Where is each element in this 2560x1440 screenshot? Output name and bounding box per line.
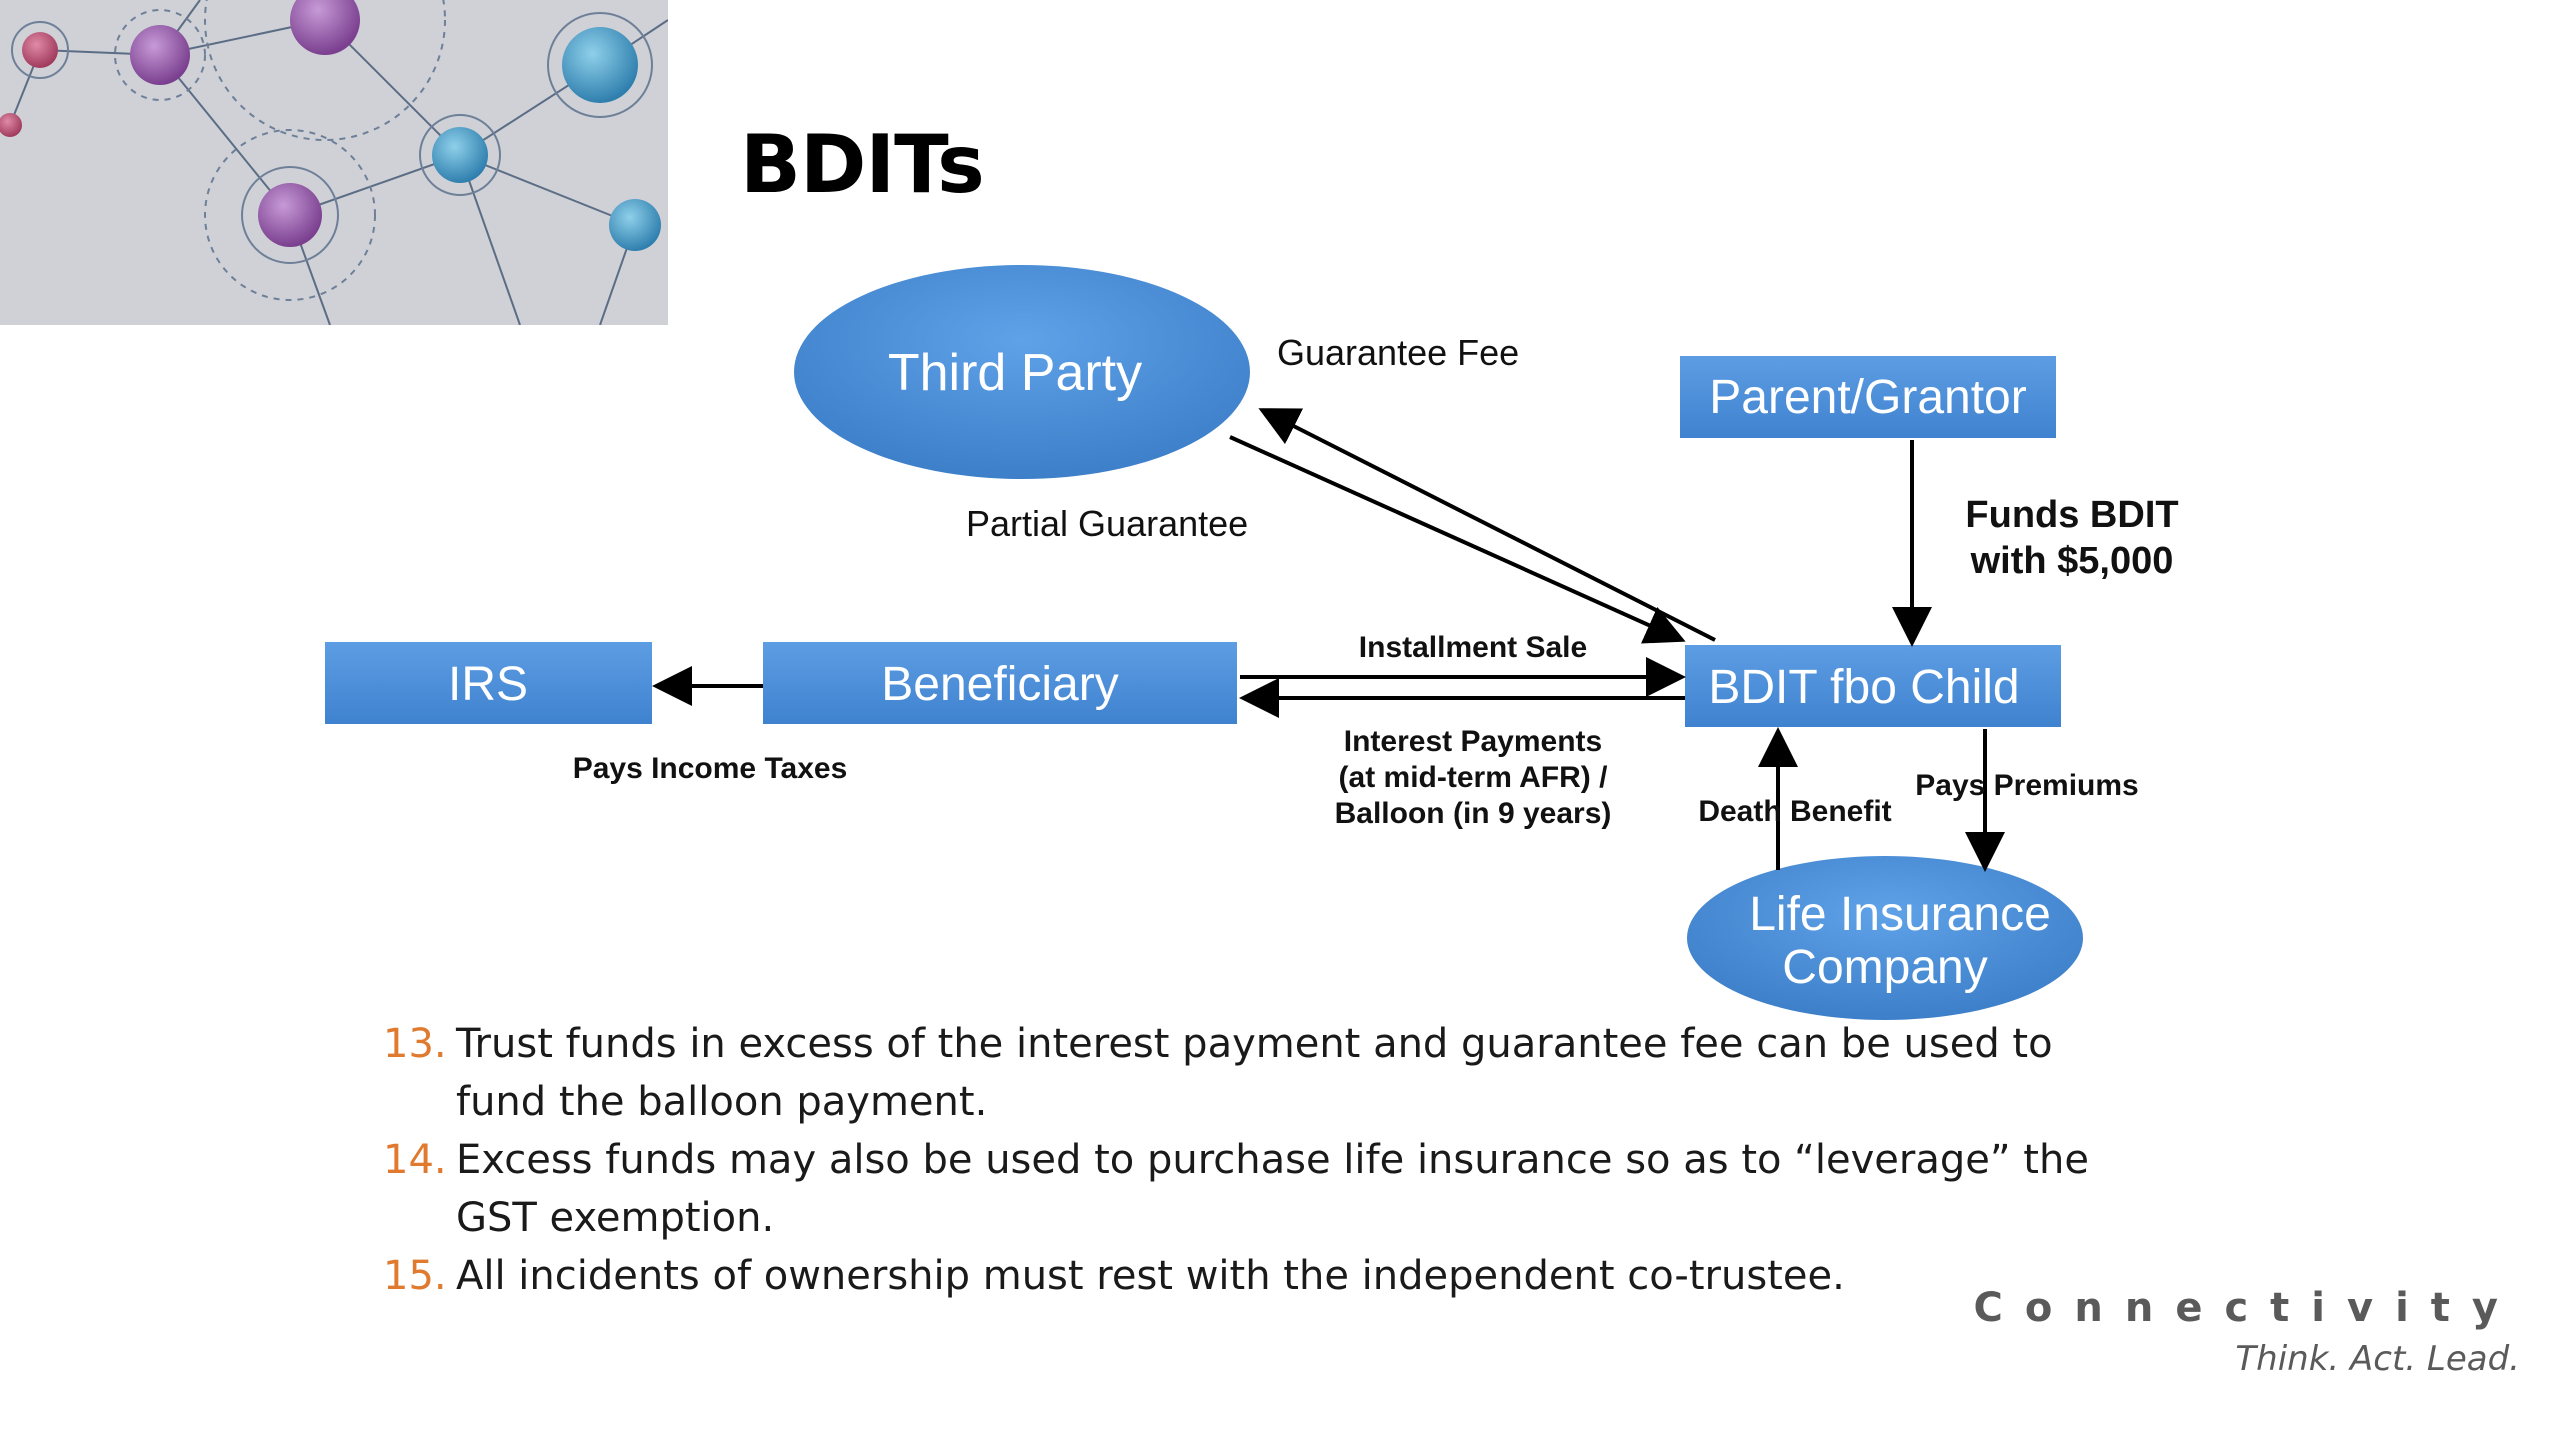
label-funds-bdit-line2: with $5,000 bbox=[1970, 540, 2174, 582]
node-parent-grantor-label: Parent/Grantor bbox=[1709, 371, 2027, 424]
label-installment-sale: Installment Sale bbox=[1359, 631, 1587, 664]
arrow-partial-guarantee bbox=[1229, 435, 1686, 644]
label-pays-premiums: Pays Premiums bbox=[1915, 769, 2138, 802]
note-text: Trust funds in excess of the interest pa… bbox=[456, 1021, 2053, 1125]
note-number: 15. bbox=[383, 1253, 447, 1299]
node-irs: IRS bbox=[325, 642, 652, 724]
node-parent-grantor: Parent/Grantor bbox=[1680, 356, 2056, 438]
label-pays-income-taxes: Pays Income Taxes bbox=[573, 752, 848, 785]
node-third-party-label: Third Party bbox=[888, 344, 1142, 402]
brand-name: Connectivity bbox=[1973, 1285, 2520, 1331]
brand-logo: Connectivity Think. Act. Lead. bbox=[1974, 1285, 2520, 1379]
node-bdit-fbo-child: BDIT fbo Child bbox=[1685, 645, 2061, 727]
network-graphic bbox=[0, 0, 668, 325]
node-life-insurance-label-line1: Life Insurance bbox=[1749, 888, 2051, 941]
slide-title: BDITs bbox=[740, 118, 985, 211]
label-interest-payments-line1: Interest Payments bbox=[1344, 725, 1602, 758]
node-life-insurance-label-line2: Company bbox=[1782, 941, 1987, 994]
node-bdit-fbo-child-label: BDIT fbo Child bbox=[1708, 661, 2019, 714]
node-life-insurance-company: Life Insurance Company bbox=[1687, 856, 2083, 1020]
label-guarantee-fee: Guarantee Fee bbox=[1277, 332, 1519, 373]
note-number: 14. bbox=[383, 1137, 447, 1183]
note-item: 14. Excess funds may also be used to pur… bbox=[383, 1131, 2133, 1247]
label-interest-payments-line2: (at mid-term AFR) / bbox=[1339, 761, 1609, 794]
notes-list: 13. Trust funds in excess of the interes… bbox=[383, 1015, 2133, 1305]
note-item: 13. Trust funds in excess of the interes… bbox=[383, 1015, 2133, 1131]
note-text: All incidents of ownership must rest wit… bbox=[456, 1253, 1845, 1299]
note-item: 15. All incidents of ownership must rest… bbox=[383, 1247, 2133, 1305]
node-irs-label: IRS bbox=[448, 658, 528, 711]
label-funds-bdit-line1: Funds BDIT bbox=[1965, 494, 2178, 536]
label-death-benefit: Death Benefit bbox=[1698, 795, 1891, 828]
node-third-party: Third Party bbox=[794, 265, 1250, 479]
node-beneficiary: Beneficiary bbox=[763, 642, 1237, 724]
note-number: 13. bbox=[383, 1021, 447, 1067]
network-illustration bbox=[0, 0, 668, 325]
node-beneficiary-label: Beneficiary bbox=[881, 658, 1118, 711]
arrow-guarantee-fee bbox=[1258, 408, 1716, 642]
label-interest-payments-line3: Balloon (in 9 years) bbox=[1335, 797, 1612, 830]
brand-tagline: Think. Act. Lead. bbox=[2235, 1339, 2520, 1379]
note-text: Excess funds may also be used to purchas… bbox=[456, 1137, 2089, 1241]
label-partial-guarantee: Partial Guarantee bbox=[966, 503, 1248, 544]
